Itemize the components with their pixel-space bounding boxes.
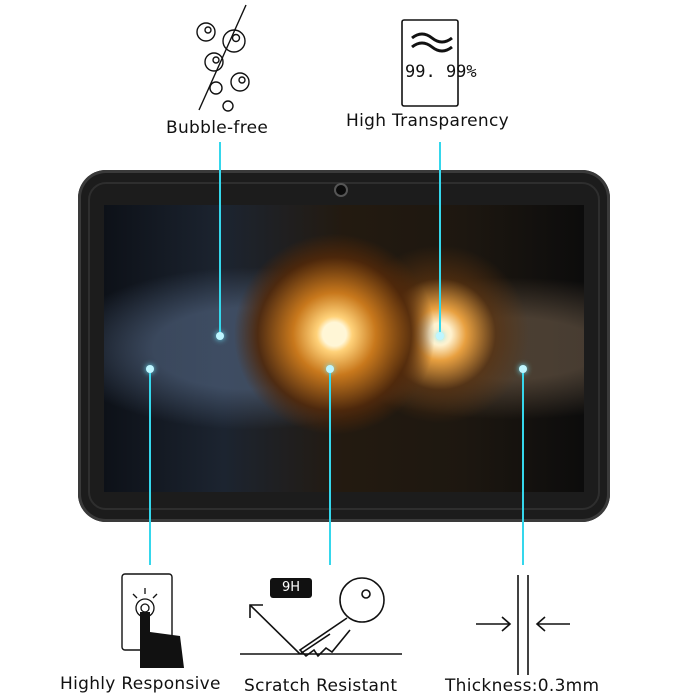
thickness-arrows-icon [476, 575, 570, 675]
callout-dot-bubble [216, 332, 224, 340]
key-scratch-icon [249, 577, 385, 658]
callout-dot-transparency [436, 332, 444, 340]
touch-hand-icon [121, 573, 184, 668]
high-transparency-label: High Transparency [346, 111, 509, 131]
callout-dot-scratch [326, 365, 334, 373]
thickness-label: Thickness:0.3mm [445, 676, 600, 696]
transparency-icon [401, 19, 459, 107]
transparency-value: 99. 99% [405, 62, 477, 82]
bubbles-icon [196, 4, 250, 112]
callout-dot-responsive [146, 365, 154, 373]
tablet-screen [104, 205, 584, 492]
front-camera-icon [334, 183, 348, 197]
callout-dot-thickness [519, 365, 527, 373]
hardness-badge: 9H [270, 578, 312, 598]
bubble-free-label: Bubble-free [166, 118, 269, 138]
scratch-resistant-label: Scratch Resistant [244, 676, 398, 696]
highly-responsive-label: Highly Responsive [60, 674, 221, 694]
